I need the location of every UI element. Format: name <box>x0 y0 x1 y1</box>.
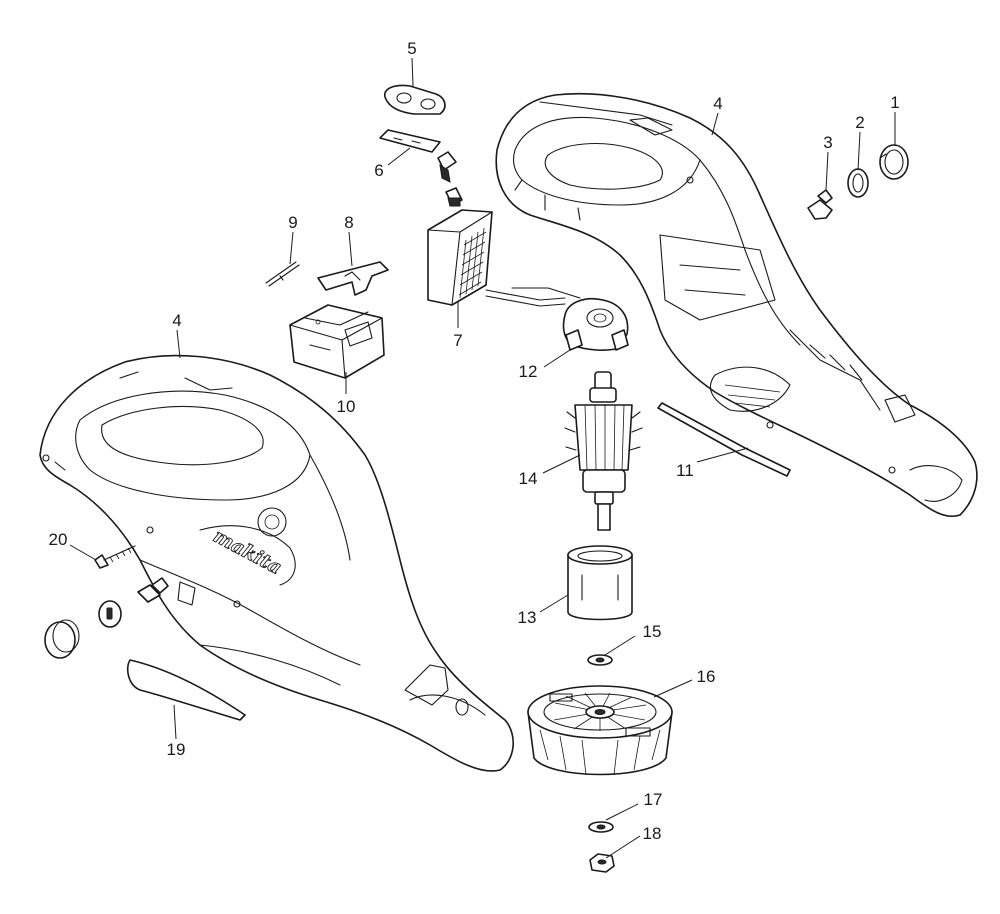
part-5-cap <box>384 84 446 115</box>
part-16-fan <box>527 685 673 776</box>
callout-6: 6 <box>374 161 383 180</box>
part-2-ring <box>847 168 869 198</box>
part-12-brush-holder <box>485 287 629 351</box>
part-3-clip <box>807 189 833 220</box>
callout-4-left: 4 <box>172 311 181 330</box>
callout-7: 7 <box>453 331 462 350</box>
callout-11: 11 <box>676 461 694 480</box>
callout-4-right: 4 <box>713 94 722 113</box>
callout-8: 8 <box>344 213 353 232</box>
part-6-switch-parts <box>379 129 463 207</box>
callout-9: 9 <box>288 213 297 232</box>
callout-20: 20 <box>49 530 68 549</box>
part-11-strip <box>657 402 791 477</box>
part-10-switch <box>289 304 385 379</box>
part-20-screw <box>94 545 136 569</box>
part-1-ring <box>879 144 909 180</box>
callout-5: 5 <box>407 39 416 58</box>
callout-1: 1 <box>890 93 899 112</box>
part-7-filter <box>427 209 493 306</box>
cap-button <box>98 600 122 628</box>
part-9-pin <box>265 261 300 287</box>
housing-half-left: makita <box>39 354 514 772</box>
housing-half-right <box>495 92 978 517</box>
callout-17: 17 <box>644 790 663 809</box>
callout-19: 19 <box>167 740 186 759</box>
part-15-washer <box>587 654 613 666</box>
part-8-bracket <box>317 261 389 296</box>
callout-15: 15 <box>643 622 662 641</box>
callout-3: 3 <box>823 133 832 152</box>
part-17-washer <box>588 821 614 833</box>
part-13-yoke <box>567 545 633 621</box>
callout-labels: 1 2 3 4 5 6 7 8 9 10 11 12 13 14 15 16 1… <box>49 39 900 843</box>
callout-10: 10 <box>337 397 356 416</box>
part-14-armature <box>564 371 643 531</box>
leader-lines <box>69 57 896 859</box>
callout-16: 16 <box>697 667 716 686</box>
lock-button-assembly <box>137 577 169 603</box>
callout-14: 14 <box>519 469 538 488</box>
end-cap <box>44 619 80 659</box>
callout-2: 2 <box>855 113 864 132</box>
part-18-nut <box>589 853 615 873</box>
callout-12: 12 <box>519 362 538 381</box>
part-19-plate <box>126 659 246 721</box>
callout-18: 18 <box>643 824 662 843</box>
callout-13: 13 <box>518 608 537 627</box>
